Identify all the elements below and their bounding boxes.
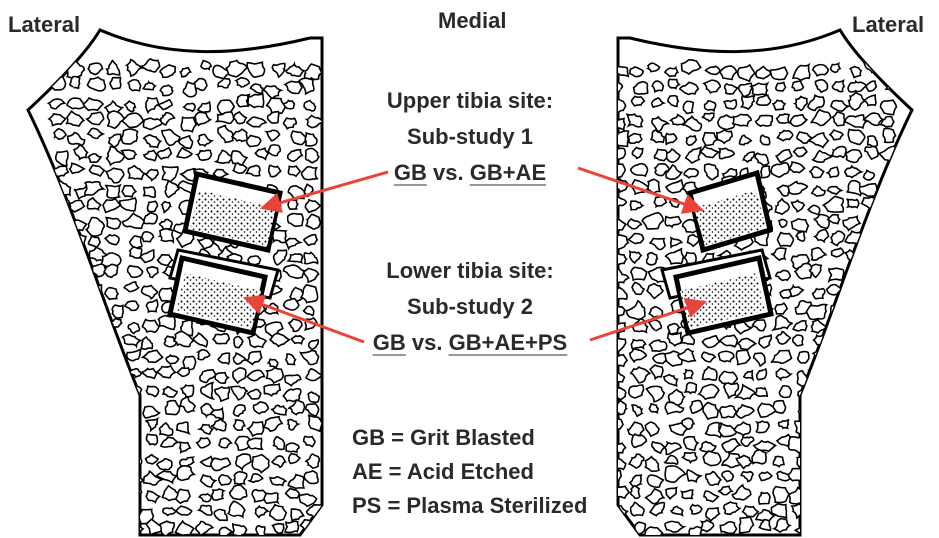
- upper-site-title: Upper tibia site:: [345, 88, 595, 114]
- upper-group-b: GB+AE: [470, 160, 546, 185]
- label-lateral-right: Lateral: [852, 12, 924, 38]
- upper-site-substudy: Sub-study 1: [345, 124, 595, 150]
- label-medial: Medial: [438, 8, 506, 34]
- lower-group-a: GB: [373, 330, 406, 355]
- upper-vs: vs.: [433, 160, 464, 185]
- legend-ps: PS = Plasma Sterilized: [352, 493, 587, 519]
- lower-group-b: GB+AE+PS: [449, 330, 568, 355]
- lower-site-substudy: Sub-study 2: [345, 294, 595, 320]
- upper-site-comparison: GB vs. GB+AE: [345, 160, 595, 186]
- legend-gb: GB = Grit Blasted: [352, 425, 535, 451]
- lower-site-title: Lower tibia site:: [345, 258, 595, 284]
- upper-group-a: GB: [394, 160, 427, 185]
- right-tibia: [606, 30, 912, 538]
- legend-ae: AE = Acid Etched: [352, 459, 534, 485]
- label-lateral-left: Lateral: [8, 12, 80, 38]
- left-tibia: [28, 30, 324, 538]
- lower-vs: vs.: [412, 330, 443, 355]
- lower-site-comparison: GB vs. GB+AE+PS: [345, 330, 595, 356]
